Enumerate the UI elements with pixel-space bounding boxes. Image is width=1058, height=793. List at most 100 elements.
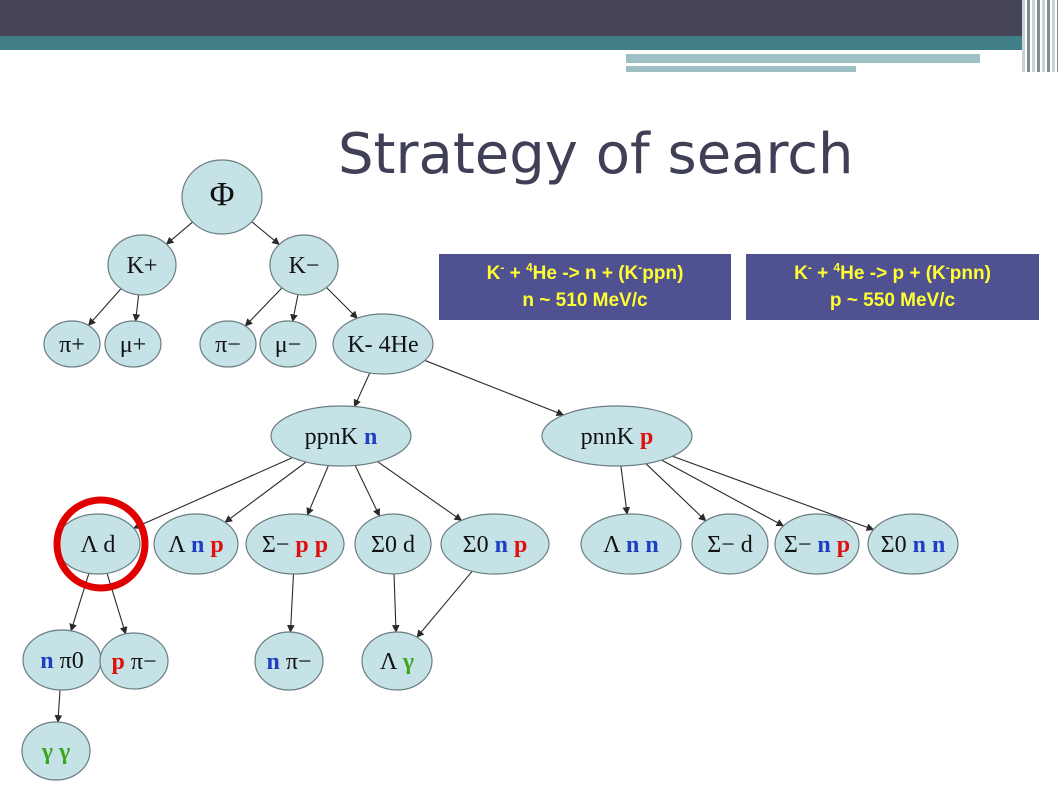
node-lam_gam-shape <box>361 631 433 691</box>
node-n_pim-shape <box>254 631 324 691</box>
node-ppnk-shape <box>270 405 412 467</box>
node-ppnk-label: ppnK n <box>305 424 378 450</box>
node-sig0_np-shape <box>440 513 550 575</box>
node-sigm_np: Σ− n p <box>774 513 860 575</box>
node-khe: K- 4He <box>332 313 434 375</box>
node-sig0_d: Σ0 d <box>354 513 432 575</box>
node-sig0_np: Σ0 n p <box>440 513 550 575</box>
edge-kminus-to-khe <box>326 287 358 319</box>
edge-khe-to-ppnk <box>353 372 371 408</box>
edge-khe-to-pnnk <box>424 359 565 417</box>
node-kminus: K− <box>269 234 339 296</box>
node-piplus-label: π+ <box>59 332 85 358</box>
highlight-ring <box>53 496 149 592</box>
node-piminus: π− <box>199 320 257 368</box>
node-pnnk-shape <box>541 405 693 467</box>
node-sigm_pp-label: Σ− p p <box>262 532 328 558</box>
node-lam_np: Λ n p <box>153 513 239 575</box>
edge-lam_d-to-p_pim <box>106 573 128 635</box>
edge-ppnk-to-sig0_np <box>377 461 463 521</box>
header-teal-bar <box>0 36 1058 50</box>
edge-n_pi0-to-gam_gam <box>54 689 63 723</box>
node-gam_gam-label: γ γ <box>41 739 70 765</box>
node-lam_d: Λ d <box>55 513 141 575</box>
node-sig0_nn-label: Σ0 n n <box>881 532 946 558</box>
highlight-layer <box>53 496 149 592</box>
node-lam_np-shape <box>153 513 239 575</box>
header-dark-bar <box>0 0 1058 36</box>
edge-pnnk-to-sig0_nn <box>672 455 875 531</box>
edge-sig0_np-to-lam_gam <box>416 570 473 638</box>
node-sig0_d-label: Σ0 d <box>371 532 415 558</box>
node-phi-shape <box>181 159 263 235</box>
header-stripes <box>1022 0 1058 72</box>
edge-sig0_d-to-lam_gam <box>391 573 400 633</box>
node-kminus-shape <box>269 234 339 296</box>
node-p_pim-shape <box>99 632 169 690</box>
node-piplus: π+ <box>43 320 101 368</box>
node-piminus-shape <box>199 320 257 368</box>
edge-kminus-to-muminus <box>290 294 299 323</box>
edge-sigm_pp-to-n_pim <box>286 573 295 633</box>
node-sigm_d-label: Σ− d <box>707 532 753 558</box>
info-box-p-momentum: p ~ 550 MeV/c <box>829 290 956 311</box>
node-muminus-shape <box>259 320 317 368</box>
node-sigm_pp-shape <box>245 513 345 575</box>
edge-phi-to-kminus <box>251 221 280 245</box>
node-muminus: μ− <box>259 320 317 368</box>
info-box-n-reaction: K- + 4He -> n + (K-ppn) <box>486 260 684 284</box>
header-light-bar <box>626 54 980 63</box>
node-khe-shape <box>332 313 434 375</box>
edge-kplus-to-piplus <box>87 288 122 326</box>
edge-phi-to-kplus <box>165 221 193 245</box>
node-sig0_nn-shape <box>867 513 959 575</box>
node-p_pim-label: p π− <box>111 649 156 675</box>
node-lam_np-label: Λ n p <box>168 532 224 558</box>
node-sig0_d-shape <box>354 513 432 575</box>
node-lam_nn-label: Λ n n <box>603 532 658 558</box>
node-kplus-label: K+ <box>127 253 158 279</box>
node-lam_d-label: Λ d <box>81 532 116 558</box>
slide-title: Strategy of search <box>338 122 854 187</box>
node-lam_gam-label: Λ γ <box>380 649 414 675</box>
node-gam_gam-shape <box>21 721 91 781</box>
edge-ppnk-to-sig0_d <box>354 465 380 517</box>
info-box-n-momentum: n ~ 510 MeV/c <box>522 290 648 311</box>
node-khe-label: K- 4He <box>347 332 418 358</box>
node-pnnk-label: pnnK p <box>581 424 654 450</box>
node-n_pi0-label: n π0 <box>40 648 83 674</box>
node-muplus: μ+ <box>104 320 162 368</box>
node-lam_nn-shape <box>580 513 682 575</box>
header-light-bar-2 <box>626 66 856 72</box>
edge-kminus-to-piminus <box>244 287 283 327</box>
edge-ppnk-to-lam_np <box>224 461 307 523</box>
edges-layer <box>54 221 875 723</box>
node-muminus-label: μ− <box>275 332 301 358</box>
node-sigm_d-shape <box>691 513 769 575</box>
node-lam_gam: Λ γ <box>361 631 433 691</box>
node-sig0_np-label: Σ0 n p <box>463 532 528 558</box>
node-sigm_np-label: Σ− n p <box>784 532 850 558</box>
info-box-p-reaction: K- + 4He -> p + (K-pnn) <box>794 260 991 284</box>
node-ppnk: ppnK n <box>270 405 412 467</box>
node-sig0_nn: Σ0 n n <box>867 513 959 575</box>
info-box-n: K- + 4He -> n + (K-ppn) n ~ 510 MeV/c <box>439 254 731 320</box>
node-p_pim: p π− <box>99 632 169 690</box>
node-kplus: K+ <box>107 234 177 296</box>
edge-pnnk-to-lam_nn <box>620 465 631 515</box>
node-muplus-label: μ+ <box>120 332 146 358</box>
node-kplus-shape <box>107 234 177 296</box>
node-sigm_np-shape <box>774 513 860 575</box>
edge-kplus-to-muplus <box>132 294 141 322</box>
edge-pnnk-to-sigm_d <box>645 463 707 522</box>
node-n_pim-label: n π− <box>266 649 311 675</box>
node-piminus-label: π− <box>215 332 241 358</box>
node-pnnk: pnnK p <box>541 405 693 467</box>
node-muplus-shape <box>104 320 162 368</box>
node-sigm_pp: Σ− p p <box>245 513 345 575</box>
node-kminus-label: K− <box>289 253 320 279</box>
node-gam_gam: γ γ <box>21 721 91 781</box>
